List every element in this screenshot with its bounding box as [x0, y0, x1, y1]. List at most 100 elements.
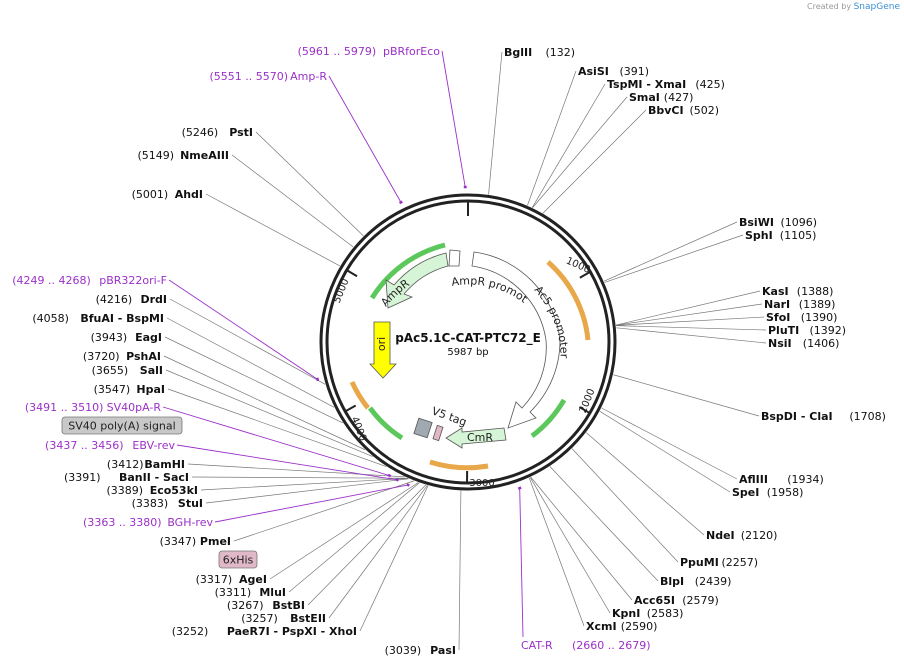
enzyme-label[interactable]: XcmI(2590) — [586, 620, 657, 633]
enzyme-label[interactable]: BspDI - ClaI(1708) — [761, 410, 886, 423]
enzyme-label[interactable]: PluTI(1392) — [768, 324, 846, 337]
enzyme-name: EagI — [135, 331, 162, 344]
enzyme-position: (1392) — [810, 324, 847, 337]
enzyme-leader — [255, 131, 364, 237]
enzyme-leader — [531, 83, 606, 208]
plasmid-backbone-outer — [319, 193, 617, 491]
enzyme-label[interactable]: NsiI(1406) — [768, 337, 839, 350]
enzyme-label[interactable]: HpaI (3547) — [94, 383, 165, 396]
enzyme-name: Acc65I — [634, 594, 675, 607]
enzyme-position: (3311) — [215, 586, 252, 599]
enzyme-position: (1958) — [767, 486, 804, 499]
cmr-label: CmR — [467, 431, 493, 444]
enzyme-label[interactable]: NarI(1389) — [764, 298, 835, 311]
sv40-feature-box[interactable] — [413, 417, 433, 439]
enzyme-position: (1708) — [849, 410, 886, 423]
enzyme-label[interactable]: PpuMI(2257) — [680, 556, 758, 569]
enzyme-label[interactable]: BstEII(3257) — [241, 612, 326, 625]
tick-mark — [579, 270, 591, 279]
enzyme-label[interactable]: AflIII(1934) — [739, 473, 824, 486]
enzyme-label[interactable]: SfoI(1390) — [766, 311, 837, 324]
enzyme-leader — [187, 463, 405, 478]
enzyme-label[interactable]: SmaI(427) — [629, 91, 693, 104]
enzyme-position: (502) — [690, 104, 720, 117]
enzyme-leader — [205, 193, 341, 267]
enzyme-label[interactable]: PasI(3039) — [385, 644, 456, 657]
primer-label[interactable]: Amp-R(5551 .. 5570) — [209, 70, 327, 83]
enzyme-label[interactable]: MluI(3311) — [215, 586, 286, 599]
enzyme-label[interactable]: Eco53kI(3389) — [107, 484, 198, 497]
ac5-promoter-feature[interactable] — [471, 251, 561, 429]
enzyme-label[interactable]: BglII(132) — [504, 46, 575, 59]
enzyme-label[interactable]: EagI(3943) — [91, 331, 162, 344]
orange-feature-arc-1 — [546, 260, 591, 341]
enzyme-label[interactable]: AsiSI(391) — [578, 65, 649, 78]
enzyme-label[interactable]: DrdI(4216) — [96, 293, 167, 306]
ampr-promoter-feature[interactable] — [448, 249, 461, 267]
enzyme-label[interactable]: SpeI(1958) — [732, 486, 803, 499]
enzyme-position: (3547) — [94, 383, 131, 396]
enzyme-position: (3655) — [92, 364, 129, 377]
enzyme-name: StuI — [178, 497, 203, 510]
enzyme-label[interactable]: SalI(3655) — [92, 364, 163, 377]
primer-label[interactable]: BGH-rev(3363 .. 3380) — [83, 516, 213, 529]
his-feature-box[interactable] — [432, 424, 444, 442]
enzyme-leader — [616, 325, 767, 331]
enzyme-label[interactable]: BfuAI - BspMI (4058) — [32, 312, 164, 325]
enzyme-label[interactable]: BanII - SacI(3391) — [64, 471, 189, 484]
enzyme-label[interactable]: StuI(3383) — [132, 497, 203, 510]
enzyme-position: (2257) — [722, 556, 759, 569]
enzyme-label[interactable]: BamHI(3412) — [107, 458, 185, 471]
enzyme-label[interactable]: BstBI(3267) — [227, 599, 305, 612]
primer-label[interactable]: SV40pA-R(3491 .. 3510) — [25, 401, 162, 414]
enzyme-label[interactable]: BlpI(2439) — [660, 575, 731, 588]
enzyme-label[interactable]: TspMI - XmaI(425) — [607, 78, 725, 91]
primer-range: (5551 .. 5570) — [209, 70, 288, 83]
primer-label[interactable]: pBR322ori-F(4249 .. 4268) — [12, 274, 167, 287]
enzyme-name: BlpI — [660, 575, 684, 588]
primer-mark — [387, 473, 392, 478]
enzyme-leader — [529, 477, 611, 614]
enzyme-leader — [269, 482, 419, 580]
primer-label[interactable]: pBRforEco(5961 .. 5979) — [298, 45, 441, 58]
enzyme-label[interactable]: NmeAIII (5149) — [138, 149, 229, 162]
sv40-label: SV40 poly(A) signal — [68, 420, 175, 433]
enzyme-position: (2590) — [621, 620, 658, 633]
tick-label: 3000 — [469, 478, 494, 489]
enzyme-leader — [167, 388, 387, 467]
enzyme-label[interactable]: NdeI(2120) — [706, 529, 777, 542]
enzyme-position: (1389) — [799, 298, 836, 311]
enzyme-name: BstBI — [272, 599, 305, 612]
enzyme-name: DrdI — [140, 293, 167, 306]
enzyme-name: NmeAIII — [180, 149, 229, 162]
primer-name: BGH-rev — [167, 516, 213, 529]
enzyme-label[interactable]: PstI(5246) — [182, 126, 253, 139]
enzyme-label[interactable]: PmeI(3347) — [160, 535, 231, 548]
ampr-feature[interactable] — [385, 252, 449, 309]
enzyme-name: BfuAI - BspMI — [80, 312, 164, 325]
enzyme-label[interactable]: KasI(1388) — [762, 285, 833, 298]
enzyme-label[interactable]: AhdI(5001) — [132, 188, 203, 201]
enzyme-name: AhdI — [175, 188, 203, 201]
enzyme-label[interactable]: AgeI(3317) — [196, 573, 267, 586]
enzyme-position: (4058) — [32, 312, 69, 325]
enzyme-position: (5149) — [138, 149, 175, 162]
primer-name: Amp-R — [290, 70, 327, 83]
cmr-feature[interactable] — [445, 427, 507, 449]
enzyme-leader — [233, 480, 415, 542]
enzyme-label[interactable]: PshAI(3720) — [83, 350, 161, 363]
enzyme-label[interactable]: Acc65I (2579) — [634, 594, 719, 607]
enzyme-name: NsiI — [768, 337, 792, 350]
enzyme-leader — [528, 477, 585, 627]
enzyme-position: (2579) — [682, 594, 719, 607]
enzyme-position: (1096) — [781, 216, 818, 229]
enzyme-name: HpaI — [136, 383, 165, 396]
ori-feature[interactable] — [369, 321, 397, 379]
enzyme-label[interactable]: BbvCI(502) — [648, 104, 719, 117]
primer-label[interactable]: CAT-R(2660 .. 2679) — [521, 639, 651, 652]
enzyme-label[interactable]: KpnI(2583) — [612, 607, 683, 620]
enzyme-label[interactable]: SphI(1105) — [745, 229, 816, 242]
primer-label[interactable]: EBV-rev(3437 .. 3456) — [45, 439, 175, 452]
enzyme-label[interactable]: BsiWI(1096) — [739, 216, 817, 229]
enzyme-label[interactable]: PaeR7I - PspXI - XhoI(3252) — [172, 625, 357, 638]
